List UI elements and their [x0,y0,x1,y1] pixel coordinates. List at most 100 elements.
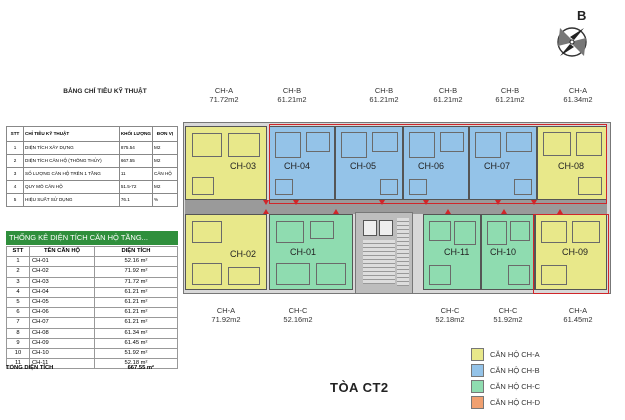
table-cell: DIỆN TÍCH XÂY DỰNG [23,141,120,155]
unit-ch-06: CH-06 [403,126,469,200]
room [409,179,427,195]
table-cell: CH-04 [29,286,95,299]
room [192,177,214,195]
unit-label: CH-03 [230,161,257,171]
table-cell: 6 [6,307,30,319]
room [508,265,530,285]
room [192,133,222,157]
table-header-row: STT TÊN CĂN HỘ DIỆN TÍCH [6,245,178,258]
unit-label: CH-07 [484,161,511,171]
compass-north-label: B [577,8,587,23]
table-cell: 61.21 m² [94,297,178,309]
table-header: ĐƠN VỊ [152,126,178,142]
unit-type: CH-A [568,306,588,315]
staircase [363,240,395,284]
room [228,133,260,157]
table-cell: 5 [6,297,30,309]
compass: B [548,8,598,63]
table-cell: 1 [6,256,30,268]
legend-swatch [471,364,484,377]
legend-swatch [471,348,484,361]
table-cell: CH-08 [29,327,95,339]
room [510,221,530,241]
door-markers [263,200,563,214]
highlight-box [533,214,609,294]
highlight-box [269,124,607,204]
room [192,263,222,285]
unit-ch-02: CH-02 [185,214,267,290]
table-cell: 51.92 m² [94,348,178,360]
room [454,221,476,245]
table-cell: QUY MÔ CĂN HỘ [23,180,120,194]
unit-area: 61.21m2 [495,95,525,104]
unit-type: CH-C [440,306,460,315]
table-cell: 2 [6,266,30,278]
table-cell: 667.55 [118,154,154,168]
table-cell: CH-03 [29,276,95,288]
table-cell: CH-09 [29,337,95,350]
floor-plan: CH-03 CH-04 CH-05 CH-06 CH-07 CH-08 CH-0… [183,122,611,294]
table-cell: SỐ LƯỢNG CĂN HỘ TRÊN 1 TẦNG [23,167,120,181]
table-cell: 3 [6,167,24,181]
table-cell: 61.21 m² [94,286,178,299]
technical-table: STT CHỈ TIÊU KỸ THUẬT KHỐI LƯỢNG ĐƠN VỊ … [6,126,178,207]
table-cell: 10 [6,348,30,360]
unit-area: 61.21m2 [277,95,307,104]
unit-label: CH-02 [230,249,257,259]
room [475,132,501,158]
table-cell: 71.72 m² [94,276,178,288]
room [487,221,507,245]
room [306,132,330,152]
table-cell: 71.92 m² [94,266,178,278]
legend-swatch [471,396,484,409]
unit-area: 52.16m2 [283,315,313,324]
room [572,221,600,243]
unit-type: CH-B [438,86,458,95]
legend-item: CĂN HỘ CH-A [471,348,540,361]
room [429,265,451,285]
room [380,179,398,195]
room [429,221,451,241]
unit-label: CH-06 [418,161,445,171]
table-cell: 8 [6,327,30,339]
table-cell: 1 [6,141,24,155]
unit-ch-10: CH-10 [481,214,535,290]
unit-label: CH-01 [290,247,317,257]
unit-label: CH-05 [350,161,377,171]
table-cell: 61.45 m² [94,337,178,350]
elevator [379,220,393,236]
table-cell: 51.5-72 [118,180,154,194]
unit-area: 61.34m2 [563,95,593,104]
legend-item: CĂN HỘ CH-B [471,364,540,377]
room [440,132,464,152]
unit-label: CH-10 [490,247,517,257]
unit-label: CH-04 [284,161,311,171]
room [541,221,567,243]
area-table-total: TỔNG DIỆN TÍCH 667.55 m² [6,365,178,371]
unit-area: 61.45m2 [563,315,593,324]
table-cell: HIỆU SUẤT SỬ DỤNG [23,193,120,207]
room [543,132,571,156]
unit-type: CH-B [374,86,394,95]
unit-ch-07: CH-07 [469,126,537,200]
unit-ch-11: CH-11 [423,214,481,290]
table-cell: % [152,193,178,207]
unit-area: 71.92m2 [211,315,241,324]
table-header: STT [6,245,30,258]
room [372,132,398,152]
unit-label: CH-09 [562,247,589,257]
room [506,132,532,152]
room [541,265,567,285]
unit-ch-03: CH-03 [185,126,267,200]
room [276,221,304,243]
room [576,132,602,156]
